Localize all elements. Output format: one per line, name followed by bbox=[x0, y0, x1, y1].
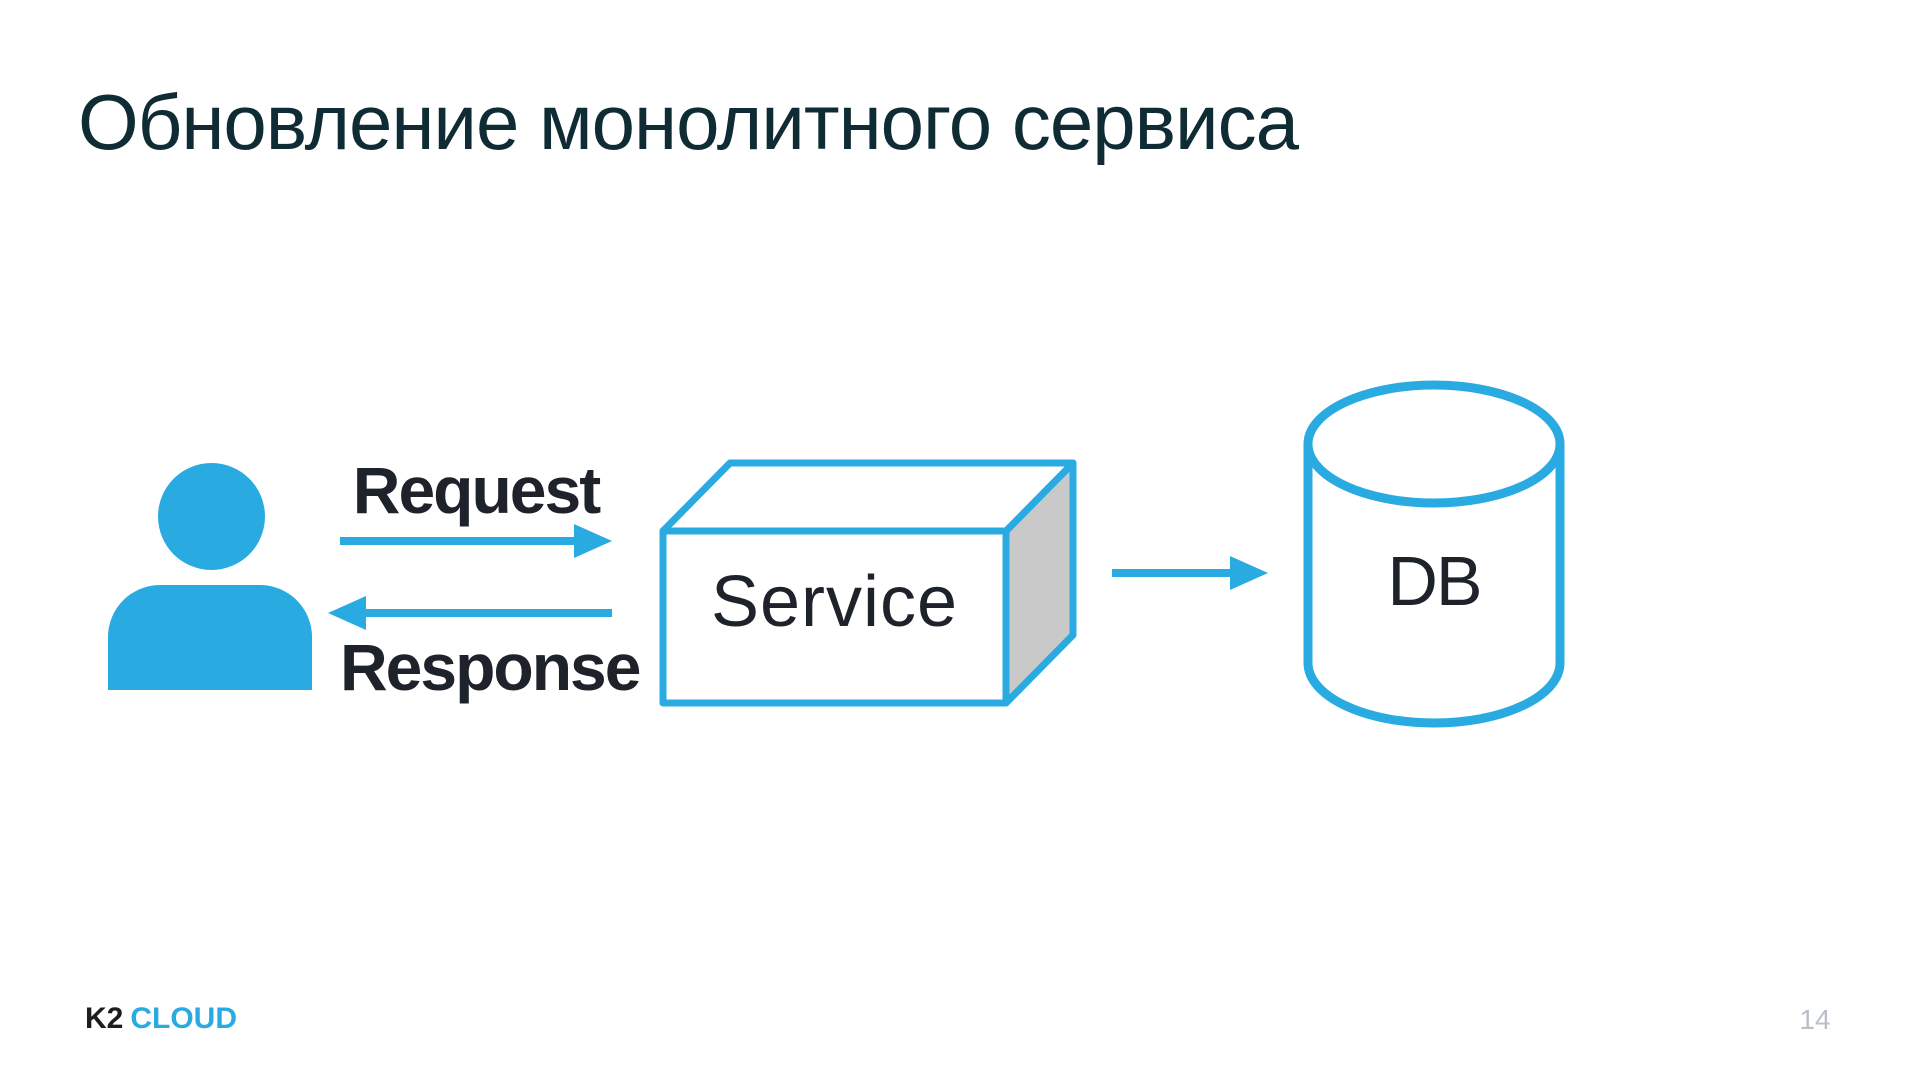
service-to-db-arrow-icon bbox=[1112, 556, 1268, 590]
response-arrow-icon bbox=[328, 596, 612, 630]
service-label: Service bbox=[710, 562, 959, 642]
db-label: DB bbox=[1387, 542, 1482, 620]
page-number: 14 bbox=[1799, 1004, 1831, 1035]
request-label: Request bbox=[352, 453, 601, 527]
request-arrow-icon bbox=[340, 524, 612, 558]
person-icon bbox=[158, 463, 265, 570]
service-box-3d bbox=[659, 459, 1077, 707]
db-cylinder bbox=[1303, 380, 1565, 728]
slide-title: Обновление монолитного сервиса bbox=[78, 78, 1299, 166]
request-arrow-head bbox=[574, 524, 612, 558]
service-box-top-face bbox=[659, 459, 1077, 535]
service-box-front-face bbox=[659, 527, 1010, 707]
person-icon-body bbox=[108, 585, 312, 690]
logo-cloud-text: CLOUD bbox=[130, 1002, 238, 1035]
response-arrow-head bbox=[328, 596, 366, 630]
logo-k2-text: K2 bbox=[85, 1002, 124, 1035]
response-label: Response bbox=[340, 630, 641, 704]
db-cylinder-top bbox=[1303, 380, 1565, 508]
service-to-db-arrow-head bbox=[1230, 556, 1268, 590]
db-cylinder-body bbox=[1303, 444, 1565, 728]
